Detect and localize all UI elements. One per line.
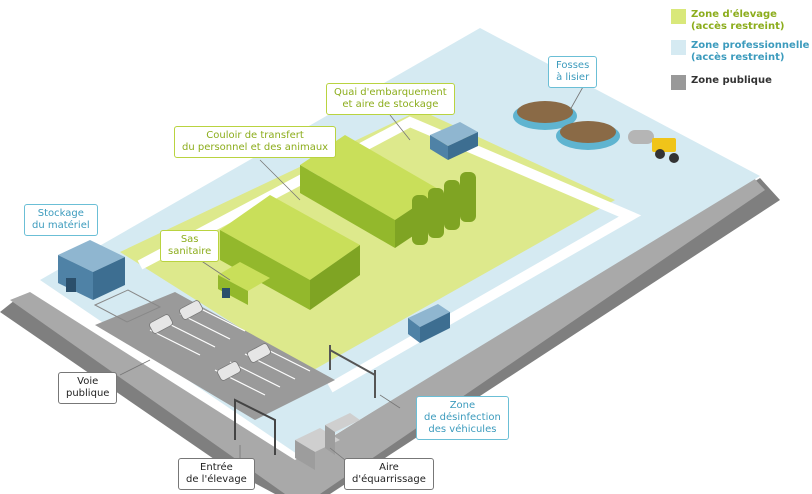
disinfection-arch — [329, 345, 376, 398]
legend-swatch-professional — [671, 40, 686, 55]
legend-swatch-breeding — [671, 9, 686, 24]
entrance-gate — [234, 398, 276, 455]
legend-label-professional: Zone professionnelle (accès restreint) — [691, 40, 810, 63]
label-equipment-storage: Stockage du matériel — [24, 204, 98, 236]
parked-cars — [149, 300, 271, 381]
callout-lines — [119, 77, 589, 461]
legend-swatch-public — [671, 75, 686, 90]
public-road — [10, 176, 765, 494]
breeding-zone — [120, 110, 615, 372]
livestock-building-front — [220, 195, 360, 310]
tractor-tanker — [628, 130, 679, 163]
label-loading-dock: Quai d'embarquement et aire de stockage — [326, 83, 455, 115]
label-rendering-area: Aire d'équarrissage — [344, 458, 434, 490]
rendering-containers — [295, 413, 360, 470]
internal-road — [137, 116, 642, 393]
slurry-pits — [513, 101, 620, 150]
equipment-storage-building — [58, 240, 125, 300]
label-slurry-pits: Fosses à lisier — [548, 56, 598, 88]
label-transfer-corridor: Couloir de transfert du personnel et des… — [174, 126, 337, 158]
legend-label-public: Zone publique — [691, 75, 772, 86]
legend-label-breeding: Zone d'élevage (accès restreint) — [691, 9, 785, 32]
label-disinfection-zone: Zone de désinfection des véhicules — [416, 396, 509, 440]
sanitary-airlock-building — [218, 262, 270, 305]
disinfection-truck — [408, 304, 450, 343]
feed-silos — [412, 172, 476, 245]
storage-area — [93, 289, 162, 323]
label-farm-entrance: Entrée de l'élevage — [178, 458, 255, 490]
label-sanitary-airlock: Sas sanitaire — [160, 230, 220, 262]
label-public-road: Voie publique — [58, 372, 118, 404]
loading-truck — [430, 122, 478, 160]
